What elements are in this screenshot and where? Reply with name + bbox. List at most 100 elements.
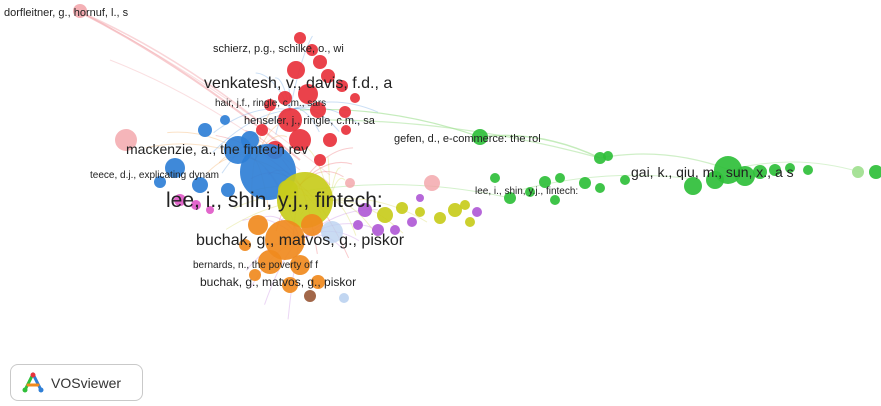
network-node[interactable] xyxy=(278,91,292,105)
network-node[interactable] xyxy=(339,106,351,118)
network-node[interactable] xyxy=(345,178,355,188)
network-node[interactable] xyxy=(220,115,230,125)
network-link xyxy=(289,101,379,113)
network-node[interactable] xyxy=(424,175,440,191)
network-node[interactable] xyxy=(323,133,337,147)
network-node[interactable] xyxy=(416,194,424,202)
network-node[interactable] xyxy=(539,176,551,188)
network-node[interactable] xyxy=(306,44,318,56)
network-node[interactable] xyxy=(407,217,417,227)
network-node[interactable] xyxy=(490,173,500,183)
network-node[interactable] xyxy=(555,173,565,183)
network-node[interactable] xyxy=(265,220,305,260)
network-node[interactable] xyxy=(339,293,349,303)
network-node[interactable] xyxy=(304,290,316,302)
network-node[interactable] xyxy=(472,207,482,217)
network-node[interactable] xyxy=(735,166,755,186)
network-node[interactable] xyxy=(248,215,268,235)
network-node[interactable] xyxy=(753,165,767,179)
network-node[interactable] xyxy=(852,166,864,178)
network-node[interactable] xyxy=(353,220,363,230)
network-node[interactable] xyxy=(298,84,318,104)
node-label[interactable]: henseler, j., ringle, c.m., sa xyxy=(244,115,376,127)
network-node[interactable] xyxy=(390,225,400,235)
network-node[interactable] xyxy=(294,32,306,44)
network-node[interactable] xyxy=(594,152,606,164)
vosviewer-badge[interactable]: VOSviewer xyxy=(10,364,143,401)
network-node[interactable] xyxy=(785,163,795,173)
network-node[interactable] xyxy=(350,93,360,103)
network-node[interactable] xyxy=(358,203,372,217)
network-node[interactable] xyxy=(434,212,446,224)
node-label[interactable]: teece, d.j., explicating dynam xyxy=(90,170,219,181)
node-label[interactable]: dorfleitner, g., hornuf, l., s xyxy=(4,7,129,19)
network-node[interactable] xyxy=(256,124,268,136)
node-label[interactable]: lee, i., shin, y.j., fintech: xyxy=(166,189,383,212)
network-node[interactable] xyxy=(314,154,326,166)
network-node[interactable] xyxy=(603,151,613,161)
network-link xyxy=(213,108,291,134)
network-node[interactable] xyxy=(289,129,311,151)
network-node[interactable] xyxy=(372,224,384,236)
network-node[interactable] xyxy=(258,250,282,274)
network-node[interactable] xyxy=(192,177,208,193)
network-node[interactable] xyxy=(714,156,742,184)
node-label[interactable]: venkatesh, v., davis, f.d., a xyxy=(204,75,392,92)
network-node[interactable] xyxy=(595,183,605,193)
network-node[interactable] xyxy=(174,194,186,206)
network-node[interactable] xyxy=(206,206,214,214)
node-label[interactable]: hair, j.f., ringle, c.m., sars xyxy=(215,98,326,109)
network-node[interactable] xyxy=(620,175,630,185)
network-node[interactable] xyxy=(287,61,305,79)
network-node[interactable] xyxy=(313,55,327,69)
network-node[interactable] xyxy=(579,177,591,189)
network-node[interactable] xyxy=(504,192,516,204)
node-label[interactable]: mackenzie, a., the fintech rev xyxy=(126,141,308,157)
network-node[interactable] xyxy=(448,203,462,217)
network-node[interactable] xyxy=(769,164,781,176)
network-node[interactable] xyxy=(311,275,325,289)
network-node[interactable] xyxy=(301,214,323,236)
node-label[interactable]: gai, k., qiu, m., sun, x., a s xyxy=(631,164,794,180)
network-node[interactable] xyxy=(460,200,470,210)
network-node[interactable] xyxy=(321,69,335,83)
network-node[interactable] xyxy=(239,239,251,251)
network-node[interactable] xyxy=(165,158,185,178)
node-label[interactable]: lee, i., shin, y.j., fintech: xyxy=(475,186,578,197)
network-node[interactable] xyxy=(396,202,408,214)
network-node[interactable] xyxy=(282,277,298,293)
network-node[interactable] xyxy=(278,180,298,200)
network-node[interactable] xyxy=(241,131,259,149)
network-node[interactable] xyxy=(341,125,351,135)
network-node[interactable] xyxy=(321,221,343,243)
network-node[interactable] xyxy=(278,108,302,132)
node-label[interactable]: schierz, p.g., schilke, o., wi xyxy=(213,43,344,55)
node-label[interactable]: bernards, n., the poverty of f xyxy=(193,260,318,271)
network-node[interactable] xyxy=(415,207,425,217)
network-node[interactable] xyxy=(249,269,261,281)
network-node[interactable] xyxy=(684,177,702,195)
network-node[interactable] xyxy=(336,80,348,92)
network-node[interactable] xyxy=(465,217,475,227)
network-node[interactable] xyxy=(525,187,535,197)
network-node[interactable] xyxy=(198,123,212,137)
node-label[interactable]: gefen, d., e-commerce: the rol xyxy=(394,133,541,145)
network-node[interactable] xyxy=(221,183,235,197)
network-node[interactable] xyxy=(310,102,326,118)
network-node[interactable] xyxy=(290,255,310,275)
network-link xyxy=(77,10,301,161)
network-node[interactable] xyxy=(73,4,87,18)
network-node[interactable] xyxy=(803,165,813,175)
network-node[interactable] xyxy=(377,207,393,223)
network-node[interactable] xyxy=(869,165,881,179)
network-node[interactable] xyxy=(191,200,201,210)
network-node[interactable] xyxy=(550,195,560,205)
network-node[interactable] xyxy=(154,176,166,188)
network-node[interactable] xyxy=(264,99,276,111)
node-label[interactable]: buchak, g., matvos, g., piskor xyxy=(196,232,405,249)
network-node[interactable] xyxy=(115,129,137,151)
network-node[interactable] xyxy=(472,129,488,145)
node-label[interactable]: buchak, g., matvos, g., piskor xyxy=(200,275,356,289)
